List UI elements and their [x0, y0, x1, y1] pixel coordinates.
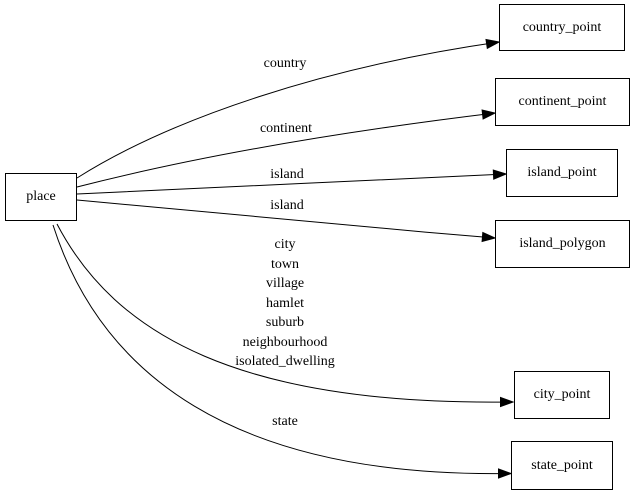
edge-label-country: country	[263, 56, 307, 71]
edge-place-country_point	[76, 41, 500, 179]
edge-label-island-point: island	[270, 167, 304, 182]
node-country_point: country_point	[499, 4, 625, 51]
edge-label-line: suburb	[265, 315, 305, 330]
edge-label-line: city	[274, 237, 296, 252]
edge-place-state_point	[52, 224, 512, 475]
node-state_point: state_point	[511, 441, 613, 490]
edge-place-island_point	[76, 173, 507, 195]
edge-label-line: hamlet	[265, 295, 305, 311]
edge-label-line: isolated_dwelling	[235, 354, 335, 369]
edge-place-continent_point	[76, 112, 496, 188]
arrowhead-continent_point	[481, 109, 497, 120]
edge-label-island-polygon: island	[270, 198, 304, 213]
edge-place-city_point	[56, 223, 514, 403]
node-continent_point: continent_point	[495, 78, 630, 126]
node-island_polygon: island_polygon	[495, 220, 630, 268]
arrowhead-city_point	[500, 396, 515, 408]
node-island_point: island_point	[506, 149, 618, 197]
edge-label-line: village	[265, 276, 305, 291]
arrowhead-island_polygon	[481, 231, 497, 243]
arrowhead-state_point	[498, 468, 513, 479]
edge-place-island_polygon	[76, 199, 496, 239]
edge-label-state: state	[272, 414, 298, 429]
node-city_point: city_point	[514, 371, 610, 419]
arrowhead-island_point	[492, 169, 508, 180]
node-place: place	[5, 173, 77, 221]
edge-label-continent: continent	[259, 121, 313, 136]
edge-label-line: town	[270, 256, 299, 272]
edge-label-city-group: city town village hamlet suburb neighbou…	[235, 235, 335, 372]
arrowhead-country_point	[485, 38, 501, 50]
edge-label-line: neighbourhood	[242, 334, 328, 350]
